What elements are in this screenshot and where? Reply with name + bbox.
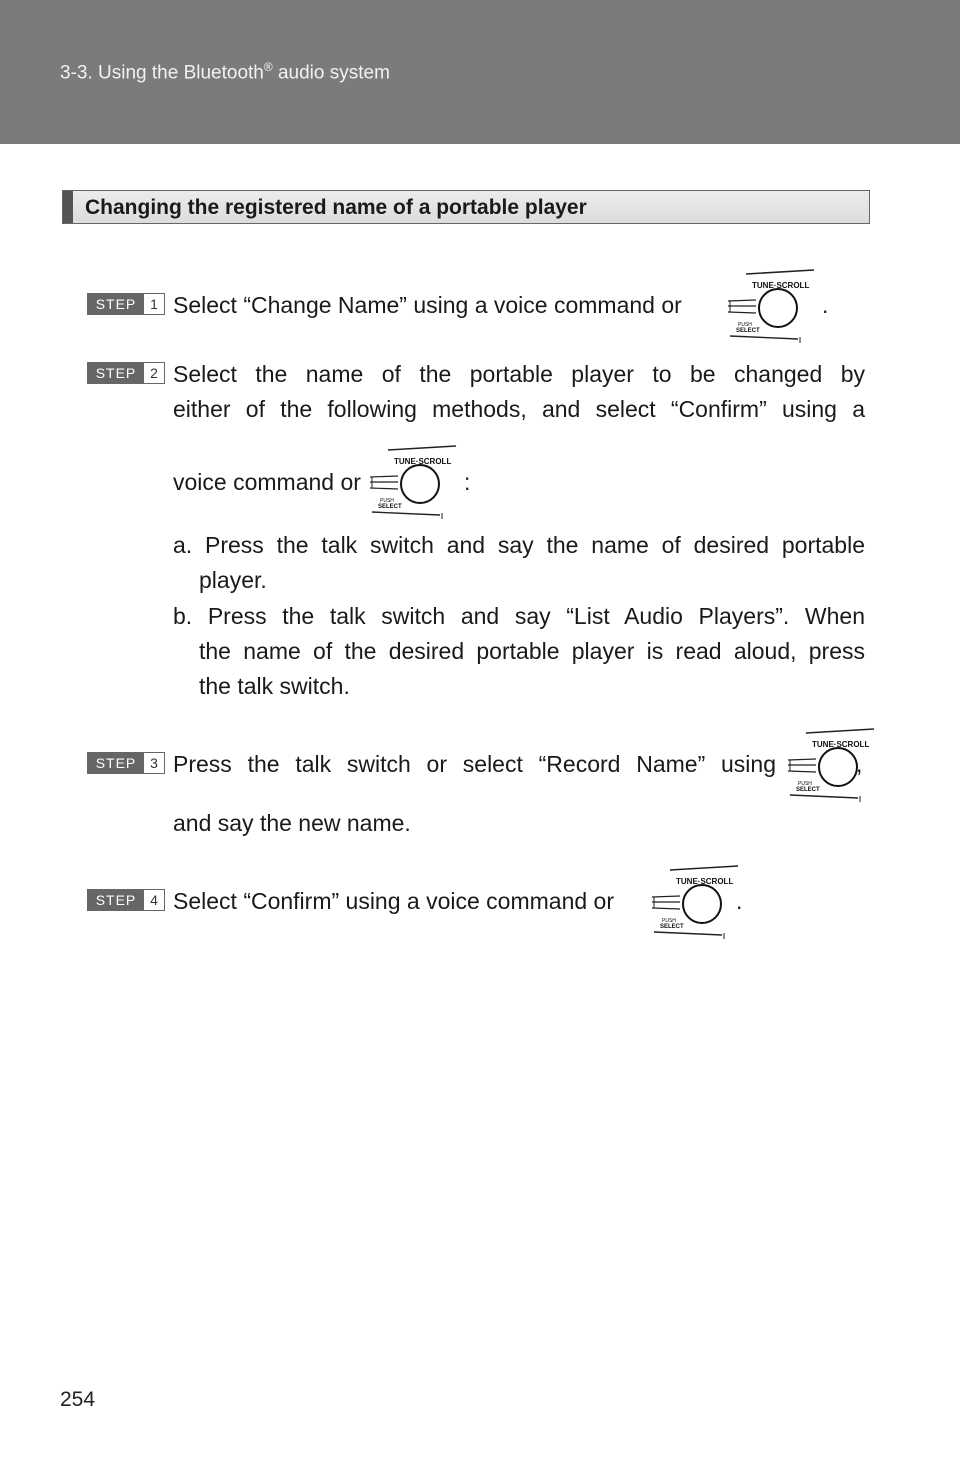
step-2-line-3: voice command or xyxy=(173,469,361,495)
step-3-comma: , xyxy=(856,751,863,777)
step-4-text: Select “Confirm” using a voice command o… xyxy=(173,888,614,914)
step-number: 1 xyxy=(150,296,158,312)
section-prefix: 3-3. Using the Bluetooth xyxy=(60,62,264,84)
step-1-period: . xyxy=(822,292,829,318)
step-number: 2 xyxy=(150,365,158,381)
option-b-line-1: b. Press the talk switch and say “List A… xyxy=(173,603,865,629)
registered-mark: ® xyxy=(263,60,273,74)
option-b-line-3: the talk switch. xyxy=(199,673,350,699)
step-word: STEP xyxy=(88,890,144,910)
section-title-accent xyxy=(63,191,73,223)
step-4-badge: STEP 4 xyxy=(87,889,165,911)
option-a-line-2: player. xyxy=(199,567,267,593)
option-b-line-2: the name of the desired portable player … xyxy=(199,638,865,664)
section-suffix: audio system xyxy=(272,62,390,84)
step-number: 3 xyxy=(150,755,158,771)
section-breadcrumb: 3-3. Using the Bluetooth® audio system xyxy=(60,60,390,84)
step-word: STEP xyxy=(88,363,144,383)
step-2-colon: : xyxy=(464,469,471,495)
step-3-badge: STEP 3 xyxy=(87,752,165,774)
tune-scroll-knob-icon xyxy=(728,269,815,344)
tune-scroll-knob-icon xyxy=(788,728,875,803)
step-word: STEP xyxy=(88,294,144,314)
step-number: 4 xyxy=(150,892,158,908)
step-3-line-2: and say the new name. xyxy=(173,810,411,836)
option-a-line-1: a. Press the talk switch and say the nam… xyxy=(173,532,865,558)
step-3-line-1: Press the talk switch or select “Record … xyxy=(173,751,776,777)
step-2-line-2: either of the following methods, and sel… xyxy=(173,396,865,422)
tune-scroll-knob-icon xyxy=(652,865,739,940)
step-1-text: Select “Change Name” using a voice comma… xyxy=(173,292,682,318)
step-2-badge: STEP 2 xyxy=(87,362,165,384)
page-header: 3-3. Using the Bluetooth® audio system xyxy=(0,0,960,144)
page-number: 254 xyxy=(60,1388,96,1411)
step-2-line-1: Select the name of the portable player t… xyxy=(173,361,865,387)
step-1-badge: STEP 1 xyxy=(87,293,165,315)
section-title: Changing the registered name of a portab… xyxy=(85,196,587,219)
step-word: STEP xyxy=(88,753,144,773)
tune-scroll-knob-icon xyxy=(370,445,457,520)
step-4-period: . xyxy=(736,888,743,914)
section-title-box: Changing the registered name of a portab… xyxy=(62,190,870,224)
